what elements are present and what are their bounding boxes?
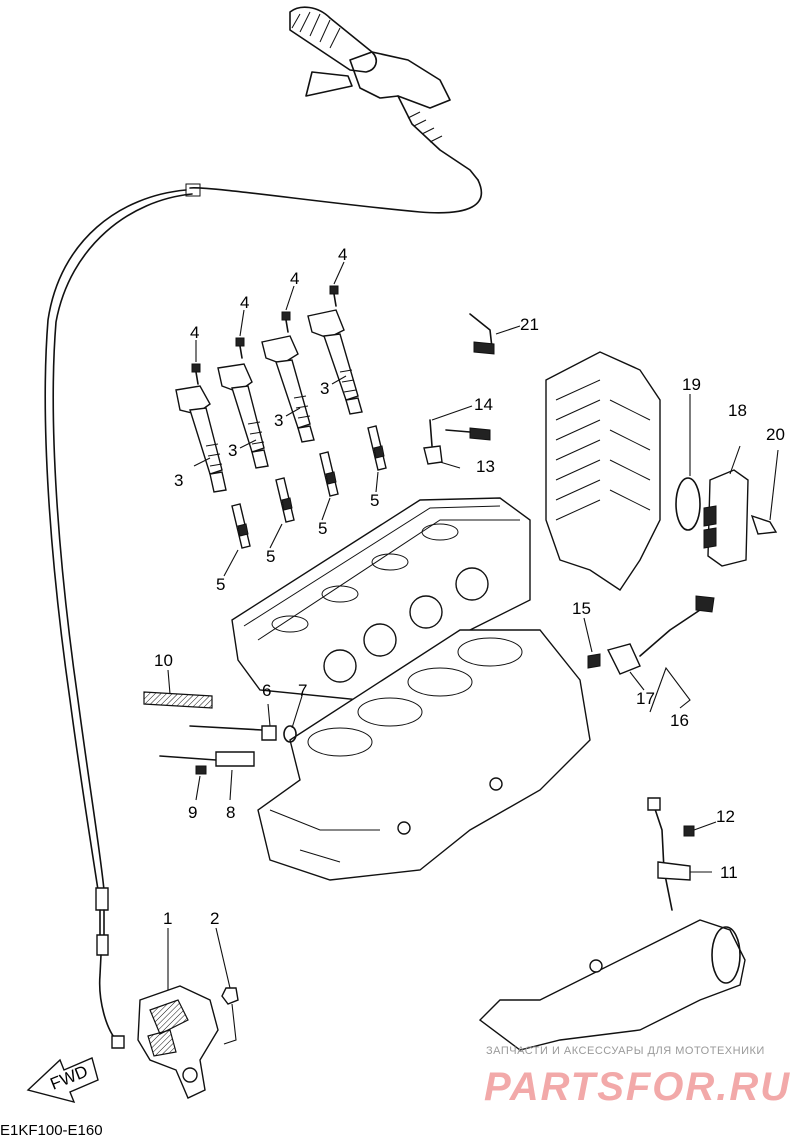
- throttle-grip-assembly: [44, 6, 483, 1049]
- leader-lines: [167, 261, 779, 1045]
- callout-5a: 5: [216, 575, 225, 594]
- callout-7: 7: [298, 681, 307, 700]
- ignition-coils: [175, 285, 363, 493]
- cylinder-block: [257, 629, 591, 881]
- callout-1: 1: [163, 909, 172, 928]
- callout-14: 14: [474, 395, 493, 414]
- diagram-code: E1KF100-E160: [0, 1122, 103, 1137]
- callout-6: 6: [262, 681, 271, 700]
- callout-5c: 5: [318, 519, 327, 538]
- callout-4d: 4: [338, 245, 347, 264]
- callout-3a: 3: [174, 471, 183, 490]
- callout-4b: 4: [240, 293, 249, 312]
- callout-9: 9: [188, 803, 197, 822]
- callout-5b: 5: [266, 547, 275, 566]
- throttle-sensor-bracket: [137, 985, 239, 1099]
- callout-3d: 3: [320, 379, 329, 398]
- ignition-coil-1: [175, 385, 227, 493]
- callout-18: 18: [728, 401, 747, 420]
- watermark-brand: PARTSFOR.RU: [484, 1065, 791, 1109]
- fwd-arrow: FWD: [26, 1057, 99, 1104]
- callout-numbers: 1 2 3 3 3 3 4 4 4 4 5 5 5 5 6 7 8 9 10 1…: [154, 245, 785, 928]
- callout-3c: 3: [274, 411, 283, 430]
- ignition-coil-4: [307, 309, 363, 415]
- callout-10: 10: [154, 651, 173, 670]
- callout-16: 16: [670, 711, 689, 730]
- watermark: ЗАПЧАСТИ И АКСЕССУАРЫ ДЛЯ МОТОТЕХНИКИ PA…: [484, 1045, 791, 1109]
- callout-2: 2: [210, 909, 219, 928]
- cylinder-head: [231, 497, 531, 701]
- callout-17: 17: [636, 689, 655, 708]
- callout-4a: 4: [190, 323, 199, 342]
- spark-plugs: [231, 425, 387, 549]
- ignition-coil-2: [217, 363, 269, 469]
- exhaust-sensor-assembly: [478, 797, 746, 1051]
- callout-11: 11: [720, 863, 738, 882]
- sensors: [143, 313, 715, 775]
- callout-19: 19: [682, 375, 701, 394]
- callout-12: 12: [716, 807, 735, 826]
- callout-15: 15: [572, 599, 591, 618]
- coil-bolts: [191, 285, 339, 385]
- callout-20: 20: [766, 425, 785, 444]
- ignition-coil-3: [261, 335, 315, 443]
- watermark-tagline: ЗАПЧАСТИ И АКСЕССУАРЫ ДЛЯ МОТОТЕХНИКИ: [486, 1045, 765, 1057]
- callout-4c: 4: [290, 269, 299, 288]
- callout-13: 13: [476, 457, 495, 476]
- callout-3b: 3: [228, 441, 237, 460]
- ecu-bracket: [545, 351, 778, 591]
- callout-5d: 5: [370, 491, 379, 510]
- callout-21: 21: [520, 315, 539, 334]
- callout-8: 8: [226, 803, 235, 822]
